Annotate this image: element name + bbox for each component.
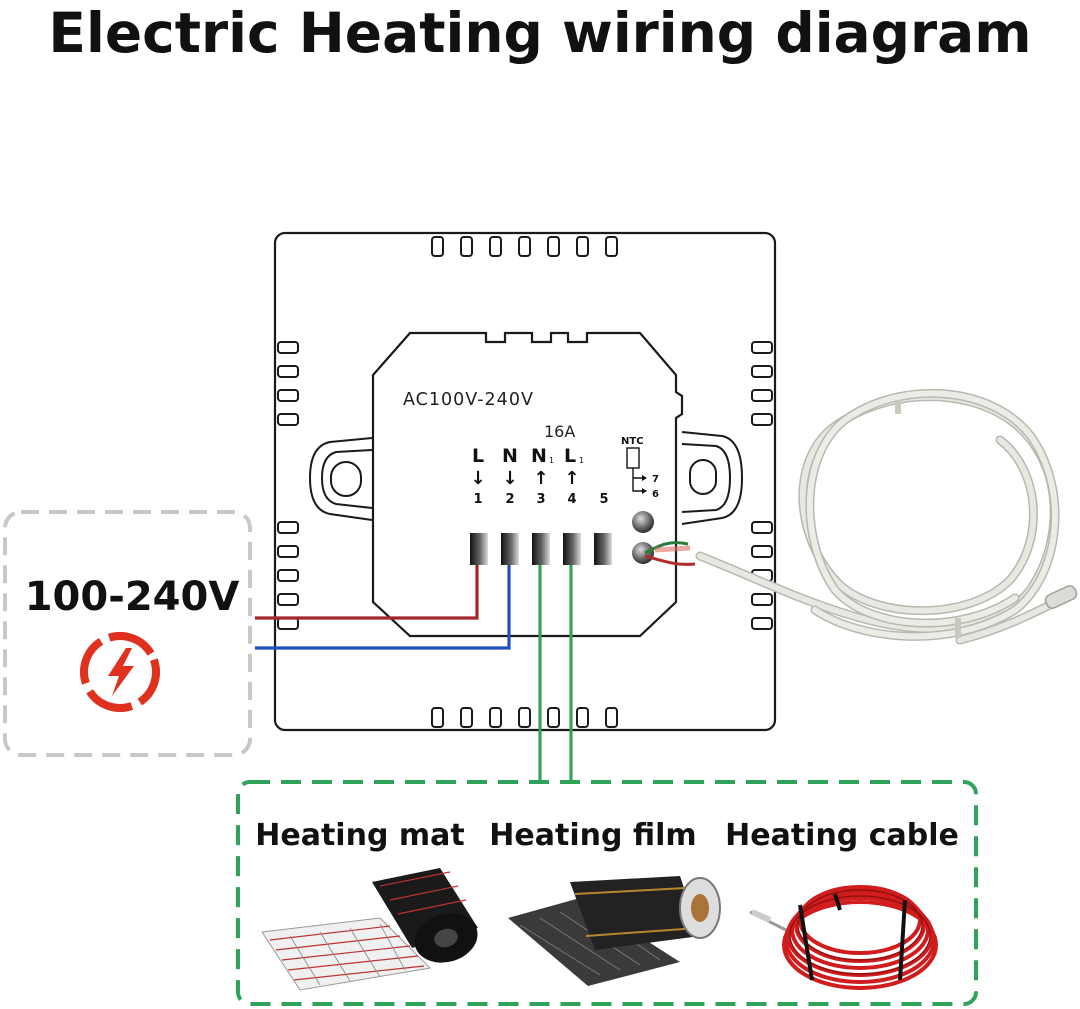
heating-cable-label: Heating cable [725, 818, 959, 853]
power-voltage-label: 100-240V [25, 574, 240, 620]
ntc-sensor-symbol: NTC 7 6 [621, 436, 659, 500]
terminal-3-label: N [531, 445, 547, 467]
terminal-2-label: N [502, 445, 518, 467]
heating-load-box [236, 780, 978, 1006]
terminal-4-label: L [564, 445, 576, 467]
terminal-1-arrow-icon: ↓ [470, 468, 485, 489]
current-rating-label: 16A [544, 422, 575, 441]
live-wire [255, 565, 479, 620]
terminal-blocks [470, 533, 612, 565]
terminal-module-outline [371, 331, 684, 638]
left-vent-slots [277, 341, 299, 630]
wiring [255, 565, 573, 782]
ntc-pin-7: 7 [652, 474, 659, 485]
terminal-2-arrow-icon: ↓ [502, 468, 517, 489]
top-vent-slots [431, 236, 618, 257]
bottom-vent-slots [431, 707, 618, 728]
terminal-4-arrow-icon: ↑ [564, 468, 579, 489]
terminal-2-number: 2 [505, 492, 514, 507]
terminal-1-label: L [472, 445, 484, 467]
terminal-5-number: 5 [599, 492, 608, 507]
heating-mat-roll-icon [261, 868, 478, 991]
power-source-box [3, 510, 252, 757]
heating-cable-coil-icon [749, 885, 938, 990]
terminal-3-arrow-icon: ↑ [533, 468, 548, 489]
terminal-4-subscript: 1 [579, 456, 584, 465]
ntc-probe-cable [644, 388, 1078, 645]
ntc-label: NTC [621, 436, 644, 447]
right-mounting-slot [681, 431, 744, 525]
heating-film-roll-icon [508, 876, 721, 986]
neutral-wire [255, 565, 511, 650]
terminal-1-number: 1 [473, 492, 482, 507]
voltage-rating-label: AC100V-240V [403, 390, 534, 410]
ntc-pin-6: 6 [652, 489, 659, 500]
thermostat-back-plate [273, 231, 777, 732]
terminal-3-number: 3 [536, 492, 545, 507]
heating-mat-label: Heating mat [255, 818, 464, 853]
left-mounting-slot [308, 437, 373, 521]
electric-hazard-icon [80, 632, 160, 712]
terminal-4-number: 4 [567, 492, 576, 507]
page-title: Electric Heating wiring diagram [48, 1, 1032, 65]
terminal-3-subscript: 1 [549, 456, 554, 465]
heating-film-label: Heating film [489, 818, 696, 853]
